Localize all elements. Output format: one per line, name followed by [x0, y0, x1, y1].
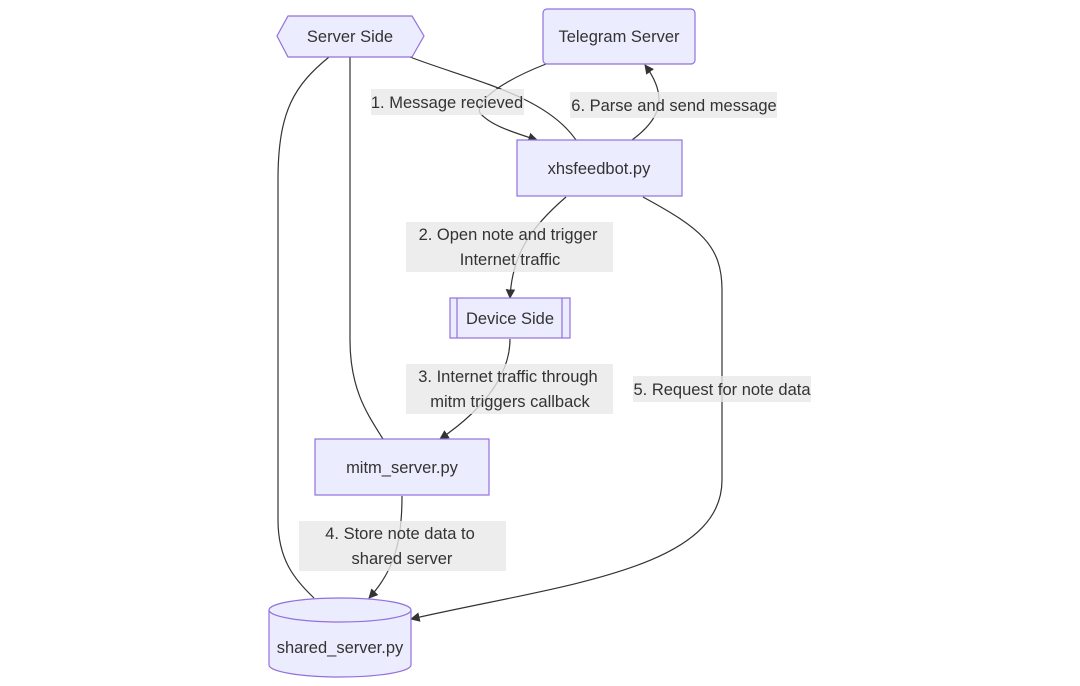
- node-device-side: Device Side: [449, 297, 571, 339]
- svg-text:mitm_server.py: mitm_server.py: [346, 459, 459, 477]
- svg-text:5. Request for note data: 5. Request for note data: [633, 381, 811, 399]
- edge-label-1: 1. Message recieved: [371, 89, 524, 115]
- edge-label-2: 2. Open note and trigger Internet traffi…: [406, 222, 613, 272]
- svg-text:Server Side: Server Side: [307, 28, 393, 46]
- edge-label-4: 4. Store note data to shared server: [299, 521, 506, 571]
- svg-text:3. Internet traffic through: 3. Internet traffic through: [418, 368, 597, 386]
- svg-text:xhsfeedbot.py: xhsfeedbot.py: [548, 160, 651, 178]
- edge-server-to-shared-line: [277, 56, 330, 599]
- node-xhsfeedbot: xhsfeedbot.py: [516, 139, 683, 197]
- node-shared-server: shared_server.py: [268, 597, 412, 678]
- svg-text:6. Parse and send message: 6. Parse and send message: [571, 97, 776, 115]
- edge-label-5: 5. Request for note data: [633, 376, 811, 402]
- node-server-side: Server Side: [276, 15, 425, 58]
- svg-text:Device Side: Device Side: [466, 310, 554, 328]
- edge-label-3: 3. Internet traffic through mitm trigger…: [406, 364, 613, 414]
- svg-text:Internet traffic: Internet traffic: [460, 251, 561, 269]
- svg-text:1. Message recieved: 1. Message recieved: [371, 94, 523, 112]
- edge-5-line: [410, 196, 723, 622]
- svg-text:Telegram Server: Telegram Server: [558, 28, 680, 46]
- edge-label-6: 6. Parse and send message: [570, 92, 777, 118]
- svg-text:2. Open note and trigger: 2. Open note and trigger: [419, 226, 598, 244]
- svg-text:shared server: shared server: [352, 550, 453, 568]
- node-mitm-server: mitm_server.py: [314, 438, 490, 496]
- node-telegram-server: Telegram Server: [542, 8, 696, 65]
- svg-text:mitm triggers callback: mitm triggers callback: [430, 393, 590, 411]
- edge-server-to-mitm-line: [349, 57, 384, 440]
- svg-text:shared_server.py: shared_server.py: [277, 639, 404, 657]
- svg-text:4. Store note data to: 4. Store note data to: [325, 525, 475, 543]
